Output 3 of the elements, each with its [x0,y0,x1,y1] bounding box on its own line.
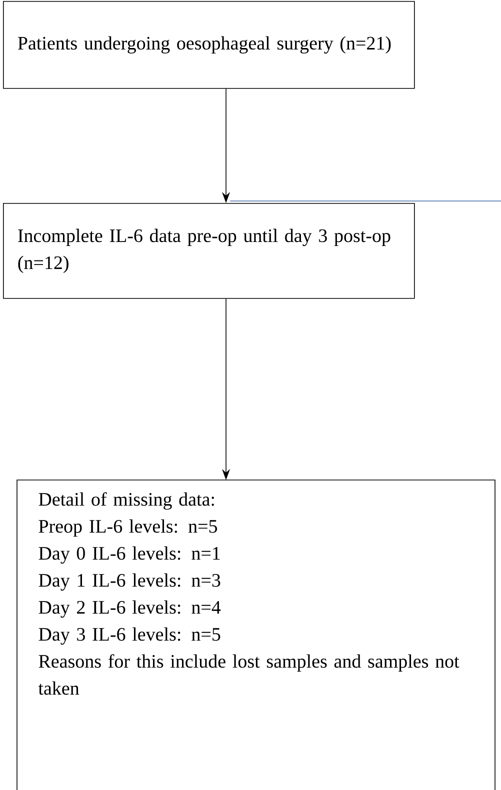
process-box: Incomplete IL-6 data pre-op until day 3 post-op (n=12) [3,203,415,299]
process-box: Patients undergoing oesophageal surgery (n=21) [3,1,415,89]
detail-box: Detail of missing data: Preop IL-6 levels: n=5 Day 0 IL-6 levels: n=1 Day 1 IL-6 levels: n=3 Day 2 IL-6 levels: n=4 Day 3 IL-6 levels: n=5 Reasons for this include lost samples and samples not taken [16,480,496,790]
